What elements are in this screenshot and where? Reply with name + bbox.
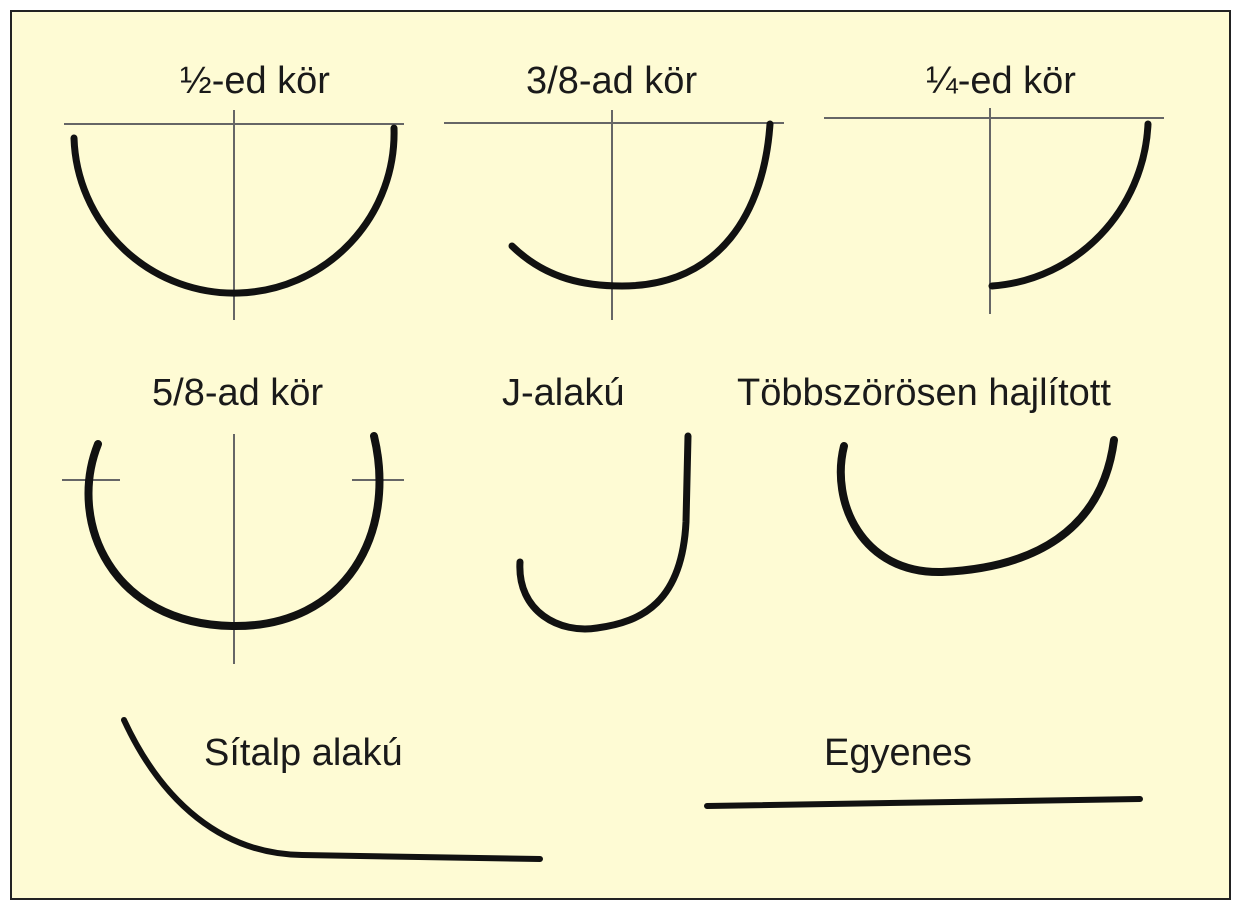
label-compound-curve: Többszörösen hajlított	[737, 372, 1111, 414]
label-ski-shape: Sítalp alakú	[204, 732, 403, 774]
label-half-circle: ½-ed kör	[180, 60, 330, 102]
label-five-eighths-circle: 5/8-ad kör	[152, 372, 324, 414]
needle-ski-shape	[121, 717, 543, 862]
label-three-eighths-circle: 3/8-ad kör	[526, 60, 698, 102]
label-quarter-circle: ¼-ed kör	[926, 60, 1076, 102]
diagram-frame: ½-ed kör 3/8-ad kör ¼-ed kör 5/8-ad kör …	[10, 10, 1231, 900]
needle-five-eighths-circle	[84, 432, 384, 631]
needle-compound-curve	[836, 436, 1118, 577]
needle-straight	[704, 796, 1143, 809]
needle-three-eighths-circle	[508, 120, 774, 290]
needle-shapes	[62, 108, 1164, 862]
needle-j-shape	[516, 432, 692, 633]
needle-quarter-circle	[988, 120, 1152, 290]
label-j-shape: J-alakú	[502, 372, 625, 414]
label-straight: Egyenes	[824, 732, 972, 774]
needle-half-circle	[70, 124, 398, 297]
